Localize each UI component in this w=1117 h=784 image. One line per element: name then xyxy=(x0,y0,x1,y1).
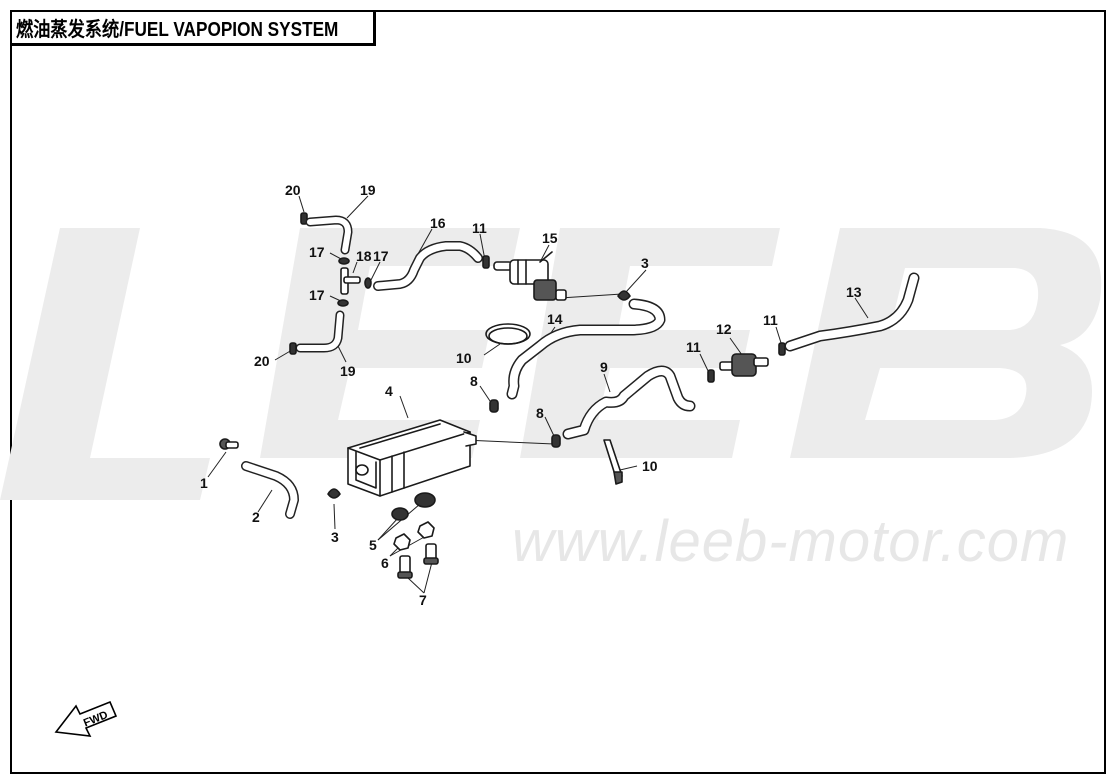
clamp-8-upper xyxy=(489,399,499,413)
nut-6-b xyxy=(417,521,435,539)
cable-tie-10-lower xyxy=(603,439,623,485)
callout-11-a: 11 xyxy=(472,220,487,236)
callout-19-top: 19 xyxy=(360,182,376,198)
callout-10-lower: 10 xyxy=(642,458,658,474)
check-valve-12 xyxy=(719,353,769,377)
callout-6: 6 xyxy=(381,555,389,571)
callout-17-c: 17 xyxy=(309,287,325,303)
callout-7: 7 xyxy=(419,592,427,608)
callout-10-upper: 10 xyxy=(456,350,472,366)
callout-2: 2 xyxy=(252,509,260,525)
clamp-20-bottom xyxy=(289,342,297,355)
callout-19-bottom: 19 xyxy=(340,363,356,379)
callout-17-b: 17 xyxy=(373,248,389,264)
callout-5: 5 xyxy=(369,537,377,553)
callout-17-a: 17 xyxy=(309,244,325,260)
callout-3-upper: 3 xyxy=(641,255,649,271)
clamp-11-b xyxy=(707,369,715,383)
callout-1: 1 xyxy=(200,475,208,491)
tee-18 xyxy=(340,267,361,295)
diagram-title-box: 燃油蒸发系统/FUEL VAPOPION SYSTEM xyxy=(10,10,376,46)
parts xyxy=(219,212,920,579)
clamp-11-c xyxy=(778,342,786,356)
callout-11-c: 11 xyxy=(763,312,778,328)
clamp-3-lower xyxy=(327,488,341,499)
callout-8-lower: 8 xyxy=(536,405,544,421)
watermark-logo xyxy=(0,228,1102,500)
bolt-7-b xyxy=(423,543,439,565)
clamp-3-upper xyxy=(617,290,631,301)
clip-17-b xyxy=(364,277,372,289)
callout-18: 18 xyxy=(356,248,372,264)
charcoal-canister-4 xyxy=(347,419,477,497)
callout-20-top: 20 xyxy=(285,182,301,198)
nut-6-a xyxy=(393,533,411,551)
clamp-11-a xyxy=(482,255,490,269)
clip-17-c xyxy=(337,299,349,307)
clamp-8-lower xyxy=(551,434,561,448)
callout-12: 12 xyxy=(716,321,732,337)
callout-16: 16 xyxy=(430,215,446,231)
bolt-7-a xyxy=(397,555,413,579)
callout-8-upper: 8 xyxy=(470,373,478,389)
clamp-20-top xyxy=(300,212,308,225)
leader-lines xyxy=(207,195,869,594)
page-title: 燃油蒸发系统/FUEL VAPOPION SYSTEM xyxy=(16,19,339,41)
purge-valve-15 xyxy=(493,251,567,301)
ring-10-upper xyxy=(485,323,531,345)
callout-labels: 20 19 17 18 17 17 16 11 15 3 20 19 10 14… xyxy=(200,182,862,608)
callout-14: 14 xyxy=(547,311,563,327)
callout-4: 4 xyxy=(385,383,393,399)
callout-13: 13 xyxy=(846,284,862,300)
grommet-5-a xyxy=(391,507,409,521)
forward-direction-arrow: FWD xyxy=(54,700,118,737)
fitting-1 xyxy=(219,438,239,450)
callout-3-lower: 3 xyxy=(331,529,339,545)
callout-11-b: 11 xyxy=(686,339,701,355)
drawing-frame xyxy=(10,10,1106,774)
clip-17-a xyxy=(338,257,350,265)
callout-9: 9 xyxy=(600,359,608,375)
grommet-5-b xyxy=(414,492,436,508)
callout-15: 15 xyxy=(542,230,558,246)
callout-20-bottom: 20 xyxy=(254,353,270,369)
watermark-url: www.leeb-motor.com xyxy=(512,509,1070,574)
